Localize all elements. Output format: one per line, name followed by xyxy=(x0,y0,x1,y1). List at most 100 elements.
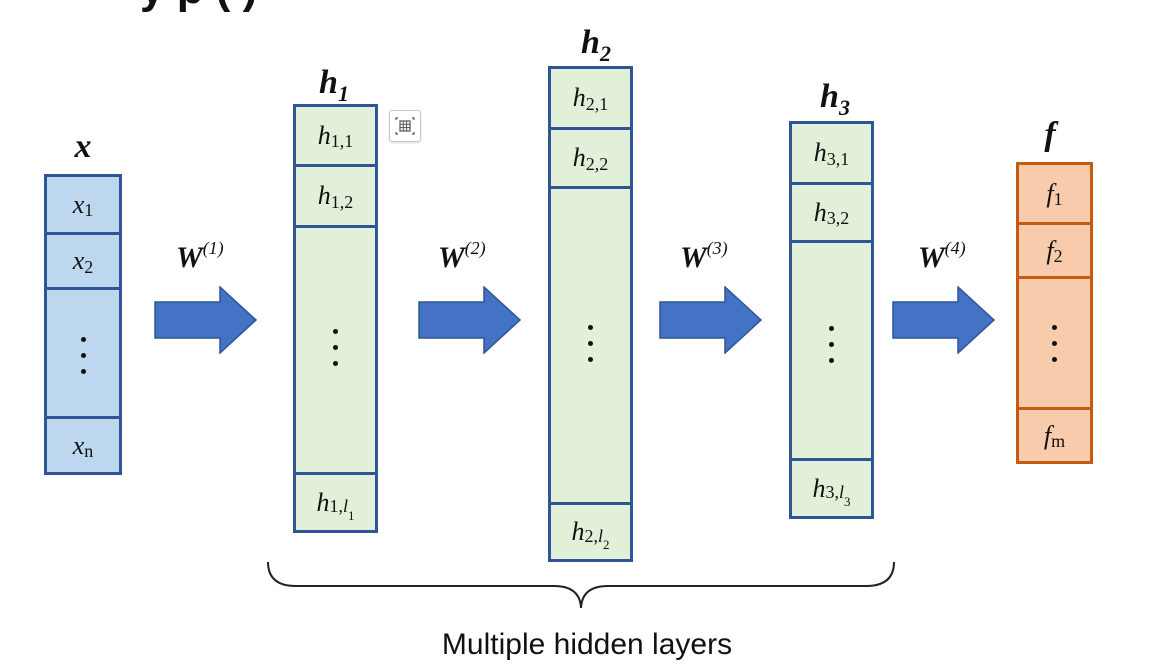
layer-label-f: f xyxy=(1040,116,1060,154)
right-arrow-icon xyxy=(154,286,258,354)
h2-cell-2-sub: 2,2 xyxy=(585,153,609,174)
input-cell-n-sub: n xyxy=(84,441,94,461)
right-arrow-icon xyxy=(418,286,522,354)
cell-divider xyxy=(792,458,871,461)
layer-label-h3-sub: 3 xyxy=(838,94,850,120)
h2-cell-last-sub-var: l xyxy=(597,525,603,546)
h3-cell-last-var: h xyxy=(812,473,826,503)
cell-divider xyxy=(296,472,375,475)
cell-divider xyxy=(551,502,630,505)
caption: Multiple hidden layers xyxy=(441,628,733,661)
layer-label-h1-text: h xyxy=(319,64,338,101)
h1-cell-1-sub: 1,1 xyxy=(330,131,354,151)
h2-cell-1-var: h xyxy=(572,83,586,112)
cell-divider xyxy=(551,127,630,130)
h3-cell-last-sub-idx: 3, xyxy=(825,482,839,503)
h3-cell-last-sub-sub: 3 xyxy=(844,493,851,509)
layer-label-h1-sub: 1 xyxy=(337,80,349,106)
h1-cell-last-sub: 1,l1 xyxy=(329,496,355,523)
weight-label-1-sup: (1) xyxy=(202,238,224,258)
h1-cell-2-var: h xyxy=(317,181,331,210)
right-arrow-icon xyxy=(892,286,996,354)
h2-cell-2-var: h xyxy=(572,143,586,172)
cell-divider xyxy=(47,416,119,419)
h1-cell-last-sub-sub: 1 xyxy=(348,507,355,523)
h3-cell-last-sub: 3,l3 xyxy=(825,482,851,509)
weight-label-3-sup: (3) xyxy=(706,238,728,258)
layer-label-h2-text: h xyxy=(581,24,600,61)
layer-label-f-text: f xyxy=(1044,116,1056,153)
output-cell-m-sub: m xyxy=(1051,431,1066,451)
cell-divider xyxy=(792,182,871,185)
weight-label-3-var: W xyxy=(680,241,707,274)
h3-cell-2-var: h xyxy=(813,197,827,227)
h2-cell-1-sub: 2,1 xyxy=(585,93,609,114)
layer-label-h1: h1 xyxy=(312,64,356,107)
partial-title: y p ( ) xyxy=(140,0,257,14)
cell-divider xyxy=(47,232,119,235)
weight-label-4: W(4) xyxy=(918,238,966,275)
h2-cell-last-sub-idx: 2, xyxy=(584,525,598,546)
output-cell-1-var: f xyxy=(1046,178,1054,208)
h2-cell-last-var: h xyxy=(571,517,585,546)
input-cell-2-sub: 2 xyxy=(84,256,94,277)
input-cell-n-var: x xyxy=(72,430,85,460)
cell-divider xyxy=(296,164,375,167)
cell-divider xyxy=(1019,222,1090,225)
ellipsis-dots xyxy=(47,337,119,374)
h1-cell-last-sub-idx: 1, xyxy=(329,496,343,517)
h3-cell-1-var: h xyxy=(813,138,827,167)
h1-cell-last-sub-var: l xyxy=(342,496,348,517)
input-cell-1-var: x xyxy=(72,189,85,219)
layer-label-h2: h2 xyxy=(574,24,618,67)
weight-label-2-sup: (2) xyxy=(464,238,486,258)
h3-cell-2-sub: 3,2 xyxy=(826,208,850,228)
table-grid-icon[interactable] xyxy=(389,110,421,142)
layer-label-x-text: x xyxy=(74,128,92,165)
weight-label-3: W(3) xyxy=(680,238,728,275)
h1-cell-2-sub: 1,2 xyxy=(330,191,354,212)
layer-label-h3: h3 xyxy=(813,78,857,121)
cell-divider xyxy=(551,186,630,189)
ellipsis-dots xyxy=(1019,325,1090,362)
output-cell-1-sub: 1 xyxy=(1053,189,1063,209)
weight-label-4-var: W xyxy=(918,241,945,274)
curly-brace xyxy=(267,561,895,609)
output-cell-2-sub: 2 xyxy=(1053,246,1063,266)
cell-divider xyxy=(296,225,375,228)
weight-label-2: W(2) xyxy=(438,238,486,275)
input-cell-2-var: x xyxy=(72,246,85,275)
cell-divider xyxy=(47,287,119,290)
ellipsis-dots xyxy=(296,329,375,366)
cell-divider xyxy=(1019,407,1090,410)
layer-label-h3-text: h xyxy=(820,78,839,115)
cell-divider xyxy=(792,240,871,243)
h3-cell-last-sub-var: l xyxy=(838,482,844,503)
ellipsis-dots xyxy=(792,326,871,363)
weight-label-1: W(1) xyxy=(176,238,224,275)
table-grid-icon-glyph xyxy=(395,117,415,135)
layer-label-h2-sub: 2 xyxy=(599,40,611,66)
h3-cell-1-sub: 3,1 xyxy=(826,148,850,169)
h2-cell-last-sub-sub: 2 xyxy=(603,537,610,553)
cell-divider xyxy=(1019,276,1090,279)
h1-cell-1-var: h xyxy=(317,120,331,150)
